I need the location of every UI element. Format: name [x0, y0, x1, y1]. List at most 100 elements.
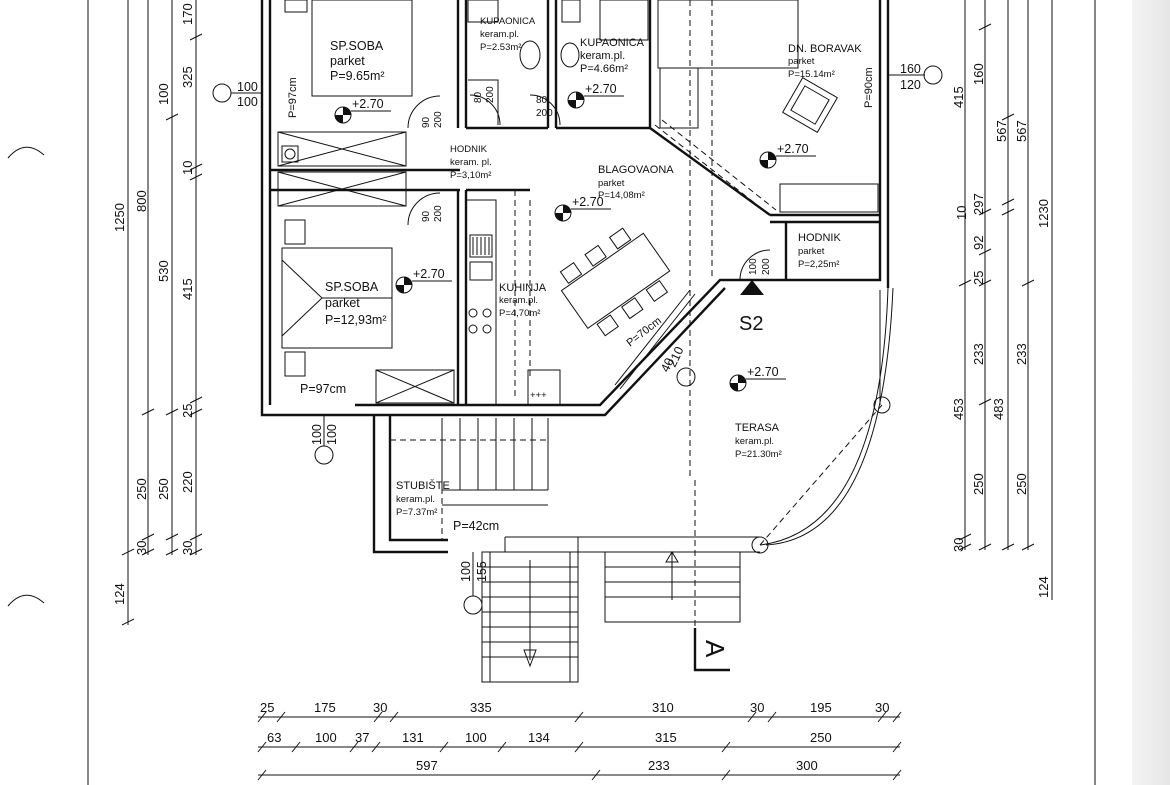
- svg-text:P=15.14m²: P=15.14m²: [788, 69, 835, 80]
- svg-text:200: 200: [536, 108, 553, 119]
- svg-text:131: 131: [402, 730, 424, 745]
- svg-text:250: 250: [134, 478, 149, 500]
- svg-text:415: 415: [180, 278, 195, 300]
- svg-text:800: 800: [134, 190, 149, 212]
- svg-text:220: 220: [180, 471, 195, 493]
- svg-text:100: 100: [315, 730, 337, 745]
- svg-text:40: 40: [658, 356, 677, 375]
- svg-text:250: 250: [971, 473, 986, 495]
- svg-text:175: 175: [314, 700, 336, 715]
- level-marker: +2.70: [567, 82, 624, 109]
- svg-text:63: 63: [267, 730, 281, 745]
- level-marker: +2.70: [334, 97, 391, 124]
- svg-text:597: 597: [416, 758, 438, 773]
- svg-text:80: 80: [473, 91, 484, 103]
- svg-text:160: 160: [900, 62, 921, 76]
- svg-text:P=2.53m²: P=2.53m²: [480, 42, 521, 53]
- svg-text:100: 100: [237, 95, 258, 109]
- svg-text:keram.pl.: keram.pl.: [396, 494, 435, 505]
- level-text: +2.70: [777, 142, 809, 156]
- svg-text:30: 30: [373, 700, 387, 715]
- svg-text:30: 30: [951, 538, 966, 552]
- svg-text:STUBIŠTE: STUBIŠTE: [396, 479, 450, 492]
- svg-text:parket: parket: [598, 178, 625, 189]
- svg-text:100: 100: [465, 730, 487, 745]
- svg-text:100: 100: [459, 561, 473, 582]
- svg-text:300: 300: [796, 758, 818, 773]
- svg-text:233: 233: [971, 343, 986, 365]
- svg-text:30: 30: [875, 700, 889, 715]
- svg-text:90: 90: [421, 210, 432, 222]
- svg-text:P=12,93m²: P=12,93m²: [325, 313, 387, 327]
- svg-text:567: 567: [994, 120, 1009, 142]
- scan-edge: [1132, 0, 1170, 785]
- svg-text:10: 10: [180, 161, 195, 175]
- svg-text:310: 310: [652, 700, 674, 715]
- svg-text:233: 233: [1014, 343, 1029, 365]
- svg-text:parket: parket: [798, 246, 825, 257]
- svg-text:195: 195: [810, 700, 832, 715]
- svg-text:parket: parket: [330, 54, 365, 68]
- svg-text:25: 25: [180, 404, 195, 418]
- section-marks: S2 A: [693, 280, 764, 672]
- svg-text:200: 200: [433, 111, 444, 128]
- svg-text:250: 250: [810, 730, 832, 745]
- punch-hole-mark: [7, 594, 45, 607]
- opening-label: P=90cm: [863, 67, 875, 108]
- svg-text:25: 25: [971, 271, 986, 285]
- svg-text:134: 134: [528, 730, 550, 745]
- svg-text:90: 90: [421, 116, 432, 128]
- svg-text:SP.SOBA: SP.SOBA: [325, 280, 379, 294]
- svg-text:KUHINJA: KUHINJA: [499, 282, 547, 294]
- svg-text:1230: 1230: [1036, 199, 1051, 228]
- level-text: +2.70: [747, 365, 779, 379]
- svg-text:SP.SOBA: SP.SOBA: [330, 39, 384, 53]
- svg-text:160: 160: [971, 63, 986, 85]
- svg-text:1250: 1250: [112, 203, 127, 232]
- window-markers: [212, 65, 943, 615]
- svg-text:10: 10: [954, 206, 969, 220]
- section-mark-label: S2: [739, 313, 763, 335]
- level-marker: +2.70: [729, 365, 786, 392]
- svg-text:80: 80: [536, 95, 548, 106]
- svg-text:315: 315: [655, 730, 677, 745]
- svg-text:155: 155: [475, 561, 489, 582]
- svg-text:92: 92: [971, 236, 986, 250]
- svg-text:37: 37: [355, 730, 369, 745]
- svg-text:453: 453: [951, 398, 966, 420]
- bottom-dimensions: 25 175 30 335 310 30 195 30 63 100 37 13…: [257, 700, 902, 781]
- level-text: +2.70: [585, 82, 617, 96]
- svg-text:TERASA: TERASA: [735, 422, 780, 434]
- svg-text:keram. pl.: keram. pl.: [450, 157, 492, 168]
- svg-text:170: 170: [180, 3, 195, 25]
- svg-text:335: 335: [470, 700, 492, 715]
- svg-text:200: 200: [485, 86, 496, 103]
- svg-text:HODNIK: HODNIK: [798, 232, 841, 244]
- svg-text:DN. BORAVAK: DN. BORAVAK: [788, 43, 862, 55]
- svg-text:parket: parket: [788, 56, 815, 67]
- svg-text:P=2,25m²: P=2,25m²: [798, 259, 839, 270]
- svg-text:200: 200: [761, 258, 772, 275]
- doors: [407, 94, 771, 390]
- svg-text:keram.pl.: keram.pl.: [480, 29, 519, 40]
- svg-text:P=4,70m²: P=4,70m²: [499, 308, 540, 319]
- svg-text:P=7.37m²: P=7.37m²: [396, 507, 437, 518]
- right-dimensions: 415 453 30 160 92 25 233 483 250 567 297…: [87, 0, 1096, 785]
- svg-text:P=4.66m²: P=4.66m²: [580, 63, 628, 75]
- level-markers: +2.70 +2.70 +2.70 +2.70 +2.70 +2.70: [334, 82, 816, 392]
- svg-text:BLAGOVAONA: BLAGOVAONA: [598, 164, 674, 176]
- svg-text:120: 120: [900, 78, 921, 92]
- svg-text:567: 567: [1014, 120, 1029, 142]
- svg-text:250: 250: [156, 478, 171, 500]
- svg-text:233: 233: [648, 758, 670, 773]
- svg-text:297: 297: [971, 193, 986, 215]
- level-text: +2.70: [572, 195, 604, 209]
- svg-text:100: 100: [748, 258, 759, 275]
